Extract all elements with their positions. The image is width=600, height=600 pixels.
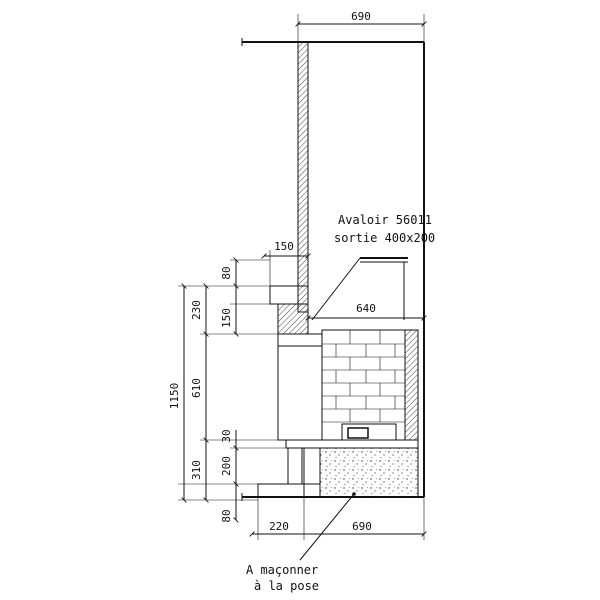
dim-stack-80-bottom-label: 80 <box>220 509 233 522</box>
firebox-bricks <box>321 329 419 441</box>
dim-top-label: 690 <box>351 10 371 23</box>
dim-hood-label: 640 <box>356 302 376 315</box>
dim-bottom <box>249 497 427 540</box>
avaloir-label-line2: sortie 400x200 <box>334 231 435 245</box>
avaloir-label-line1: Avaloir 56011 <box>338 213 432 227</box>
dim-stack-200-label: 200 <box>220 456 233 476</box>
dim-stack-30-label: 30 <box>220 429 233 442</box>
dim-left-total-label: 1150 <box>168 383 181 410</box>
chimney-wall <box>297 41 309 313</box>
dim-top-690 <box>295 14 427 42</box>
hood-avaloir <box>311 257 408 321</box>
dim-mantel-label: 150 <box>274 240 294 253</box>
hearth-base <box>257 439 419 498</box>
masonry-leader <box>299 492 356 561</box>
masonry-label-line2: à la pose <box>254 579 319 593</box>
dim-left-stack <box>178 257 288 523</box>
dim-mantel-150 <box>261 250 311 286</box>
dim-base-offset-label: 220 <box>269 520 289 533</box>
masonry-label-line1: A maçonner <box>246 563 318 577</box>
dim-left-upper-label: 230 <box>190 300 203 320</box>
dim-left-lower-label: 310 <box>190 460 203 480</box>
front-jamb <box>277 333 323 441</box>
wall-frame <box>241 38 425 501</box>
dim-stack-150-label: 150 <box>220 308 233 328</box>
dim-bottom-width-label: 690 <box>352 520 372 533</box>
dim-left-middle-label: 610 <box>190 378 203 398</box>
dim-stack-80-top-label: 80 <box>220 266 233 279</box>
